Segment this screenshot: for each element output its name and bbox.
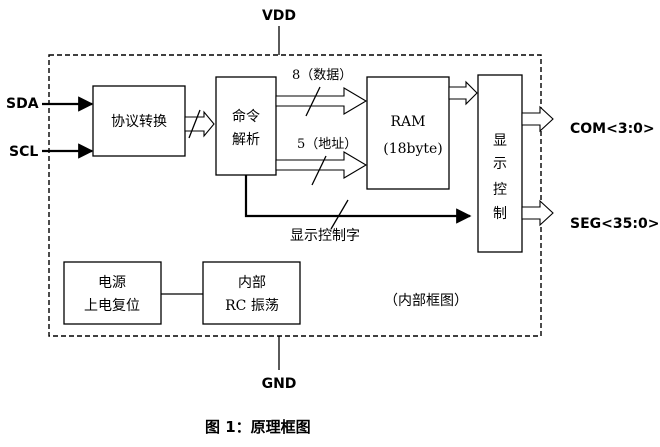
data-bus-label: 8（数据） — [292, 68, 352, 83]
display-controller-char-2: 示 — [493, 156, 507, 172]
data-bus-arrow — [275, 87, 368, 115]
ram-label: RAM — [391, 114, 426, 130]
gnd-label: GND — [262, 376, 297, 392]
scl-label: SCL — [9, 144, 38, 160]
control-word-label: 显示控制字 — [290, 228, 360, 244]
protocol-conversion-label: 协议转换 — [111, 113, 167, 130]
display-controller-block — [477, 74, 523, 253]
com-label: COM<3:0> — [570, 121, 655, 137]
address-bus-slash — [311, 155, 327, 186]
display-controller-char-1: 显 — [493, 133, 507, 149]
command-parser-block — [215, 76, 277, 176]
figure-caption: 图 1：原理框图 — [205, 418, 311, 436]
vdd-label: VDD — [262, 8, 296, 24]
protocol-bus-slash — [188, 109, 201, 139]
ram-size-label: (18byte) — [383, 141, 443, 157]
control-word-arrow — [244, 175, 472, 224]
display-controller-char-3: 控 — [493, 182, 507, 198]
ram-block — [366, 76, 450, 190]
display-controller-char-4: 制 — [493, 206, 507, 222]
sda-label: SDA — [6, 96, 39, 112]
seg-label: SEG<35:0> — [570, 216, 659, 232]
command-parser-label-1: 命令 — [232, 108, 260, 125]
data-bus-slash — [305, 86, 321, 117]
com-output-arrow — [521, 105, 554, 133]
ram-to-display-arrow — [448, 80, 478, 106]
chip-boundary — [48, 54, 542, 337]
command-parser-label-2: 解析 — [232, 132, 260, 148]
rc-oscillator-block — [202, 261, 301, 325]
rc-oscillator-label-1: 内部 — [238, 275, 266, 291]
power-reset-block — [63, 261, 162, 325]
internal-diagram-label: （内部框图） — [384, 293, 468, 309]
seg-output-arrow — [521, 199, 554, 227]
power-reset-label-1: 电源 — [98, 275, 126, 291]
address-bus-label: 5（地址） — [297, 137, 357, 152]
power-reset-label-2: 上电复位 — [84, 297, 140, 314]
protocol-conversion-block — [92, 85, 186, 157]
protocol-to-command-arrow — [184, 110, 215, 138]
rc-oscillator-label-2: RC 振荡 — [225, 298, 279, 314]
control-word-slash — [330, 199, 349, 230]
